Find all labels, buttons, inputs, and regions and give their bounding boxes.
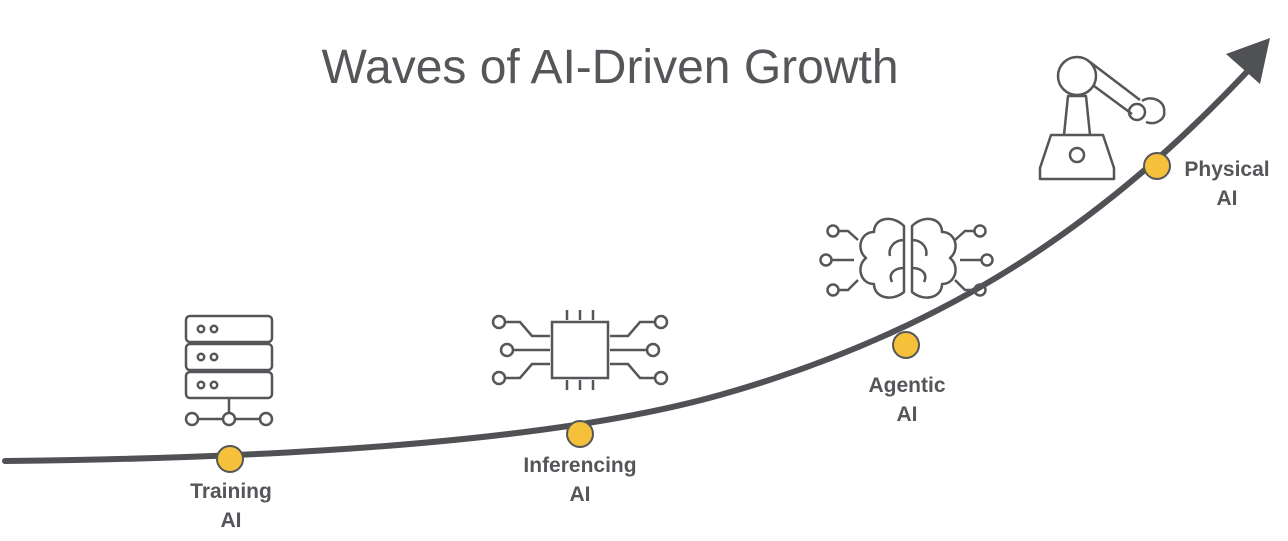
stage-label-agentic: Agentic AI — [868, 371, 945, 429]
stage-label-line1: Physical — [1184, 158, 1270, 181]
stage-label-line1: Training — [190, 480, 272, 503]
milestone-dot-training — [216, 445, 244, 473]
growth-curve — [2, 57, 1261, 464]
stage-label-inferencing: Inferencing AI — [523, 451, 636, 509]
diagram-title: Waves of AI-Driven Growth — [321, 41, 899, 94]
robot-arm-icon — [1038, 55, 1166, 181]
brain-icon — [819, 217, 994, 299]
milestone-dot-inferencing — [566, 420, 594, 448]
microchip-icon — [491, 310, 669, 390]
milestone-dot-physical — [1143, 152, 1171, 180]
arrowhead-icon — [1226, 38, 1270, 84]
stage-label-physical: Physical AI — [1184, 155, 1269, 213]
stage-label-line1: Inferencing — [523, 454, 637, 477]
stage-label-line1: Agentic — [868, 374, 946, 397]
stage-label-line2: AI — [1216, 187, 1238, 210]
stage-label-line2: AI — [220, 509, 242, 532]
server-stack-icon — [184, 314, 274, 427]
milestone-dot-agentic — [892, 331, 920, 359]
stage-label-line2: AI — [569, 483, 591, 506]
stage-label-training: Training AI — [190, 477, 272, 535]
stage-label-line2: AI — [896, 403, 918, 426]
